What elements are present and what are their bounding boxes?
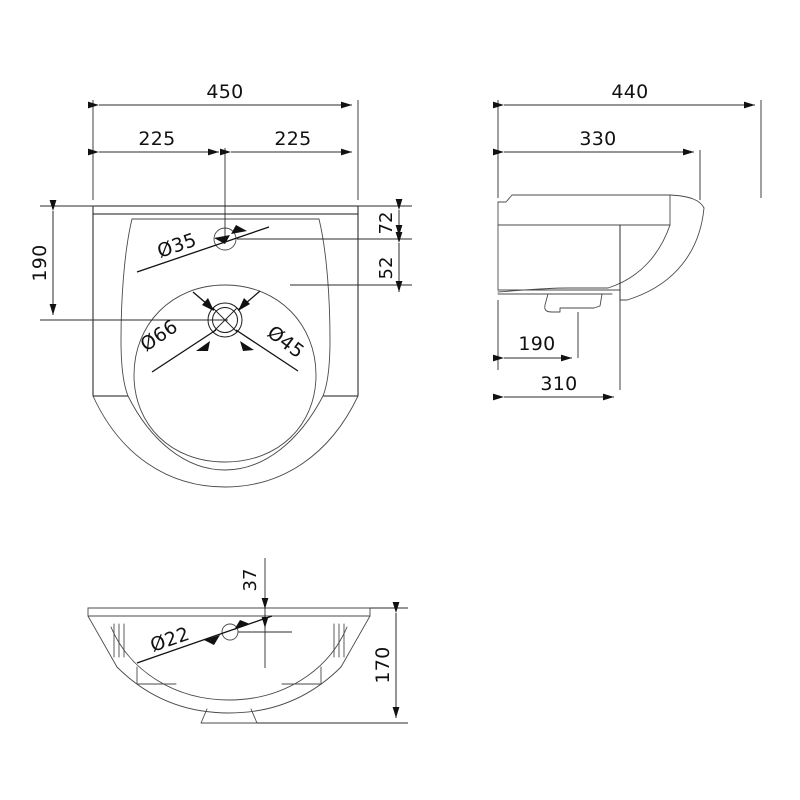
- dim-440: 440: [493, 81, 762, 198]
- dim-52: 52: [290, 232, 412, 292]
- dim-190-side-label: 190: [518, 333, 555, 355]
- front-right-hatching: [333, 623, 345, 658]
- dim-170-label: 170: [372, 646, 394, 683]
- dim-225-left: 225: [88, 128, 219, 156]
- dim-330: 330: [493, 128, 701, 200]
- callout-dia45-label: Ø45: [263, 321, 308, 363]
- dim-190-plan: 190: [29, 200, 228, 321]
- callout-dia66-label: Ø66: [136, 316, 182, 357]
- dim-310-label: 310: [540, 373, 577, 395]
- callout-dia35-label: Ø35: [154, 229, 199, 263]
- dim-440-label: 440: [611, 81, 648, 103]
- plan-view: 450 225 225 190 72 52: [29, 81, 412, 488]
- dim-170: 170: [257, 602, 408, 724]
- dim-190-plan-label: 190: [29, 244, 51, 281]
- dim-225-left-label: 225: [138, 128, 175, 150]
- dim-450-label: 450: [206, 81, 243, 103]
- side-basin-outline: [497, 194, 705, 313]
- plan-basin-outline: [92, 205, 359, 488]
- dim-190-side: 190: [493, 300, 572, 370]
- front-basin-outline: [87, 607, 371, 724]
- front-left-hatching: [113, 623, 125, 658]
- side-view: 440 330 190 310: [493, 81, 762, 401]
- plan-bowl: [133, 284, 317, 463]
- dim-37: 37: [238, 558, 292, 668]
- dim-37-label: 37: [240, 569, 261, 592]
- dim-72-label: 72: [376, 212, 397, 235]
- dim-310: 310: [493, 373, 614, 401]
- callout-dia66: Ø66: [136, 291, 217, 373]
- dim-72: 72: [237, 199, 412, 240]
- dim-225-right-label: 225: [274, 128, 311, 150]
- callout-dia22: Ø22: [136, 615, 273, 664]
- dim-225-right: 225: [220, 128, 352, 156]
- dim-330-label: 330: [579, 128, 616, 150]
- front-view: Ø22 37 170: [87, 558, 408, 724]
- callout-dia45: Ø45: [235, 290, 308, 372]
- dim-52-label: 52: [376, 257, 397, 280]
- dim-450: 450: [88, 81, 359, 200]
- callout-dia35: Ø35: [136, 225, 270, 273]
